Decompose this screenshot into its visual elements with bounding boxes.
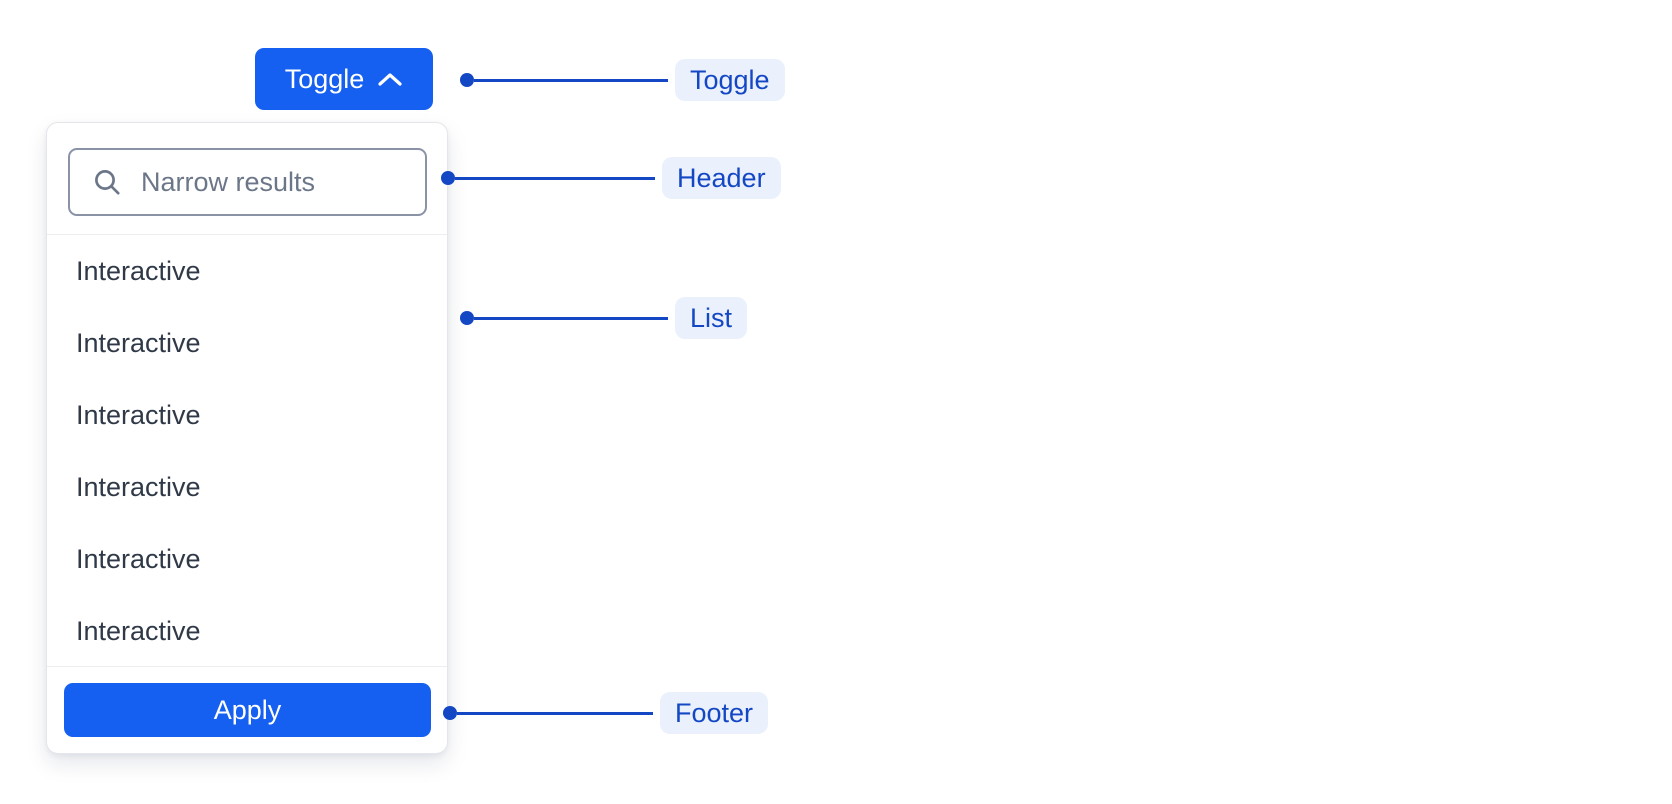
list-item[interactable]: Interactive <box>76 615 201 646</box>
dropdown-list: Interactive Interactive Interactive Inte… <box>47 235 447 667</box>
annotation-line <box>455 176 655 180</box>
annotation-dot <box>460 73 474 87</box>
annotation-label-list: List <box>675 297 748 339</box>
annotation-label-footer: Footer <box>660 692 769 734</box>
annotation-dot <box>441 171 455 185</box>
annotation-toggle: Toggle <box>460 59 785 101</box>
dropdown-header <box>47 123 447 235</box>
list-item[interactable]: Interactive <box>76 255 201 286</box>
annotation-dot <box>443 706 457 720</box>
list-item[interactable]: Interactive <box>76 543 201 574</box>
toggle-button-label: Toggle <box>284 63 365 94</box>
chevron-up-icon <box>377 71 403 88</box>
toggle-button[interactable]: Toggle <box>255 48 433 110</box>
annotation-header: Header <box>441 157 781 199</box>
annotation-label-header: Header <box>662 157 781 199</box>
list-item[interactable]: Interactive <box>76 399 201 430</box>
dropdown-footer: Apply <box>47 667 447 753</box>
list-item[interactable]: Interactive <box>76 471 201 502</box>
annotation-line <box>474 316 668 320</box>
apply-button[interactable]: Apply <box>64 683 431 737</box>
annotation-line <box>474 78 668 82</box>
annotation-label-toggle: Toggle <box>675 59 785 101</box>
search-box <box>68 148 427 216</box>
annotation-footer: Footer <box>443 692 769 734</box>
annotation-list: List <box>460 297 748 339</box>
dropdown-panel: Interactive Interactive Interactive Inte… <box>46 122 448 754</box>
annotation-line <box>457 711 653 715</box>
list-item[interactable]: Interactive <box>76 327 201 358</box>
search-input[interactable] <box>68 148 427 216</box>
annotation-dot <box>460 311 474 325</box>
